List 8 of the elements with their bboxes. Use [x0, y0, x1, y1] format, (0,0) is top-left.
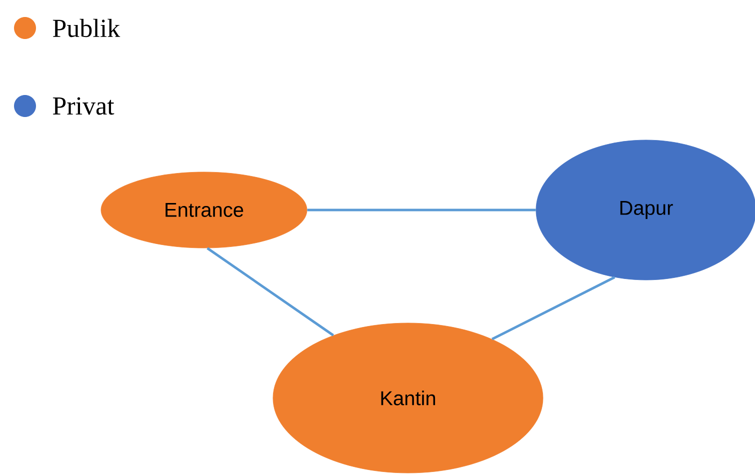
legend-label: Privat: [52, 97, 114, 115]
connector-line: [492, 276, 616, 340]
connector-line: [307, 208, 536, 212]
ellipse-node: Kantin: [272, 322, 544, 474]
connector-line: [206, 247, 334, 336]
ellipse-node: Dapur: [536, 140, 755, 280]
legend-label: Publik: [52, 18, 120, 38]
ellipse-node: Entrance: [100, 172, 308, 248]
